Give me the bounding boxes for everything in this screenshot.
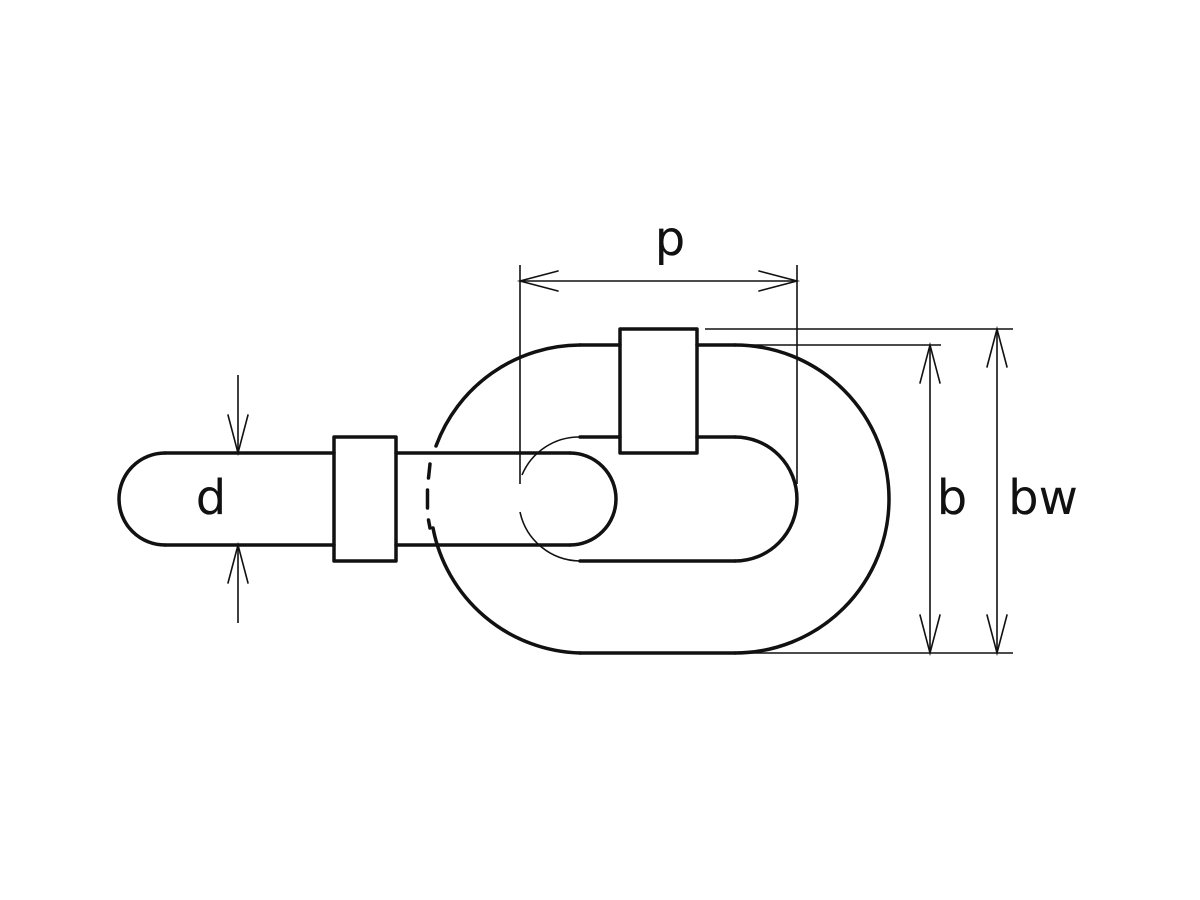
large-link-outer-left-arc-lower <box>431 526 582 655</box>
dimension-b-arrow-up <box>919 341 941 384</box>
dimension-bw <box>705 325 1013 657</box>
dimension-p-arrow-left <box>516 270 559 292</box>
dimension-d-label: d <box>196 470 226 526</box>
left-link-stud <box>332 435 398 563</box>
large-link-inner-left-arc-upper <box>521 436 581 476</box>
dimension-bw-arrow-up <box>986 325 1008 368</box>
large-oval-link <box>425 343 891 655</box>
large-link-outer-right-arc <box>733 343 891 655</box>
dimension-p-arrow-right <box>758 270 801 292</box>
large-link-hidden-segment-3 <box>426 518 432 530</box>
dimension-d-arrow-up <box>227 541 249 584</box>
large-link-inner-right-arc <box>733 435 799 563</box>
dimension-bw-arrow-down <box>986 614 1008 657</box>
left-link-right-end <box>568 451 618 547</box>
left-chain-link <box>117 451 618 547</box>
dimension-b-label: b <box>937 470 967 526</box>
dimension-d-arrow-down <box>227 414 249 457</box>
dimension-p <box>516 265 801 484</box>
dimension-b-arrow-down <box>919 614 941 657</box>
dimension-bw-label: bw <box>1008 470 1078 526</box>
large-link-hidden-segment-1 <box>426 462 432 480</box>
left-link-left-end <box>117 451 167 547</box>
dimension-p-label: p <box>655 211 685 267</box>
large-link-inner-left-arc-lower <box>519 511 581 562</box>
large-link-outer-left-arc-upper <box>434 343 582 448</box>
dimension-b <box>735 341 1013 657</box>
large-link-stud <box>618 327 699 455</box>
dimension-d <box>227 375 249 623</box>
